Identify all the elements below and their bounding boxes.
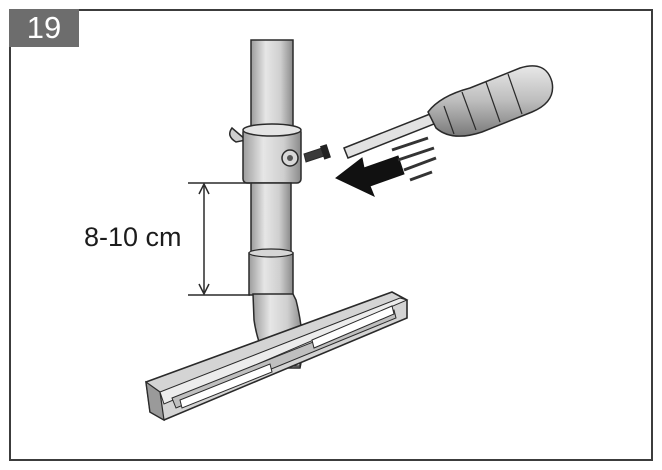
arrow-left-icon bbox=[335, 136, 437, 197]
upper-tube bbox=[250, 39, 294, 131]
measurement-label: 8-10 cm bbox=[84, 222, 182, 252]
clamp-collar bbox=[229, 123, 302, 184]
floor-nozzle bbox=[145, 291, 409, 422]
screw-icon bbox=[303, 144, 331, 163]
measurement-bracket bbox=[188, 182, 250, 296]
screwdriver-icon bbox=[343, 65, 554, 159]
step-number-badge: 19 bbox=[9, 9, 79, 47]
lower-tube bbox=[248, 182, 294, 296]
